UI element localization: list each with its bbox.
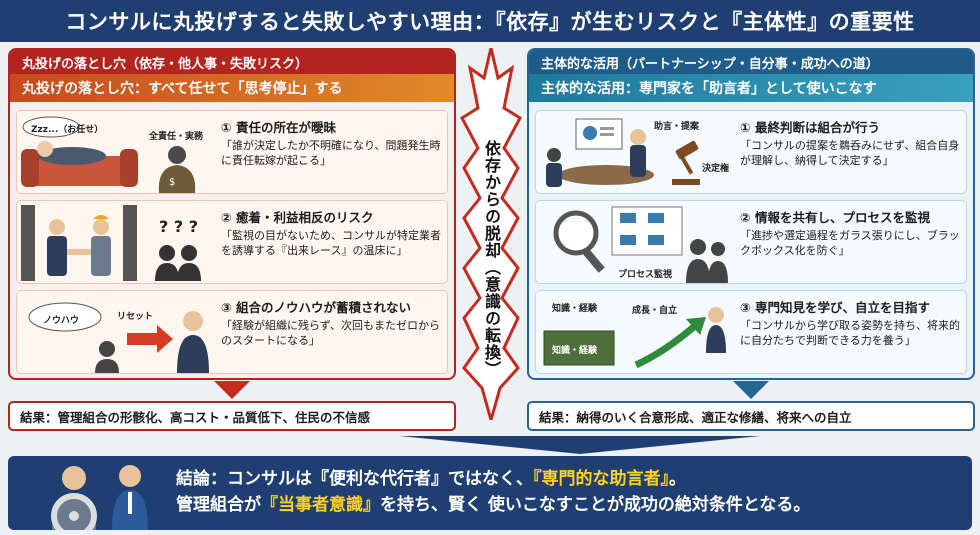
- item-title: 情報を共有し、プロセスを監視: [754, 210, 930, 225]
- conclusion-arrow-icon: [400, 436, 760, 454]
- left-down-arrow-icon: [214, 381, 250, 399]
- item-number: ②: [740, 210, 751, 225]
- question-marks: ? ? ?: [159, 217, 198, 236]
- left-item-1: $ Zzz...（お任せ） 全責任・実務 ① 責任の所在が曖昧 「誰が決定したか…: [16, 110, 448, 194]
- page-title: コンサルに丸投げすると失敗しやすい理由：『依存』が生むリスクと『主体性』の重要性: [0, 0, 980, 42]
- left-result: 結果：管理組合の形骸化、高コスト・品質低下、住民の不信感: [8, 401, 456, 431]
- center-label: 依存からの脱却（意識の転換）: [482, 140, 501, 378]
- item-number: ①: [740, 120, 751, 135]
- decision-label: 決定権: [702, 164, 730, 174]
- left-header-sub: 丸投げの落とし穴：すべて任せて「思考停止」する: [10, 74, 454, 102]
- conclusion-text: 管理組合が: [176, 495, 261, 515]
- right-down-arrow-icon: [733, 381, 769, 399]
- reset-label: リセット: [117, 312, 154, 322]
- reset-arrow-icon: [28, 302, 209, 373]
- growth-arrow-icon: [543, 307, 726, 369]
- knowledge-box-label: 知識・経験: [552, 346, 598, 356]
- left-header-main: 丸投げの落とし穴（依存・他人事・失敗リスク）: [10, 50, 454, 74]
- process-label: プロセス監視: [618, 270, 673, 280]
- item-description: 「誰が決定したか不明確になり、問題発生時に責任転嫁が起こる」: [221, 139, 441, 167]
- right-item-3: 知識・経験 成長・自立 知識・経験 ③ 専門知見を学び、自立を目指す 「コンサル…: [535, 290, 967, 374]
- item-description: 「監視の目がないため、コンサルが特定業者を誘導する『出来レース』の温床に」: [221, 229, 441, 257]
- driver-steering-wheel-icon: [51, 465, 148, 530]
- right-header-sub: 主体的な活用：専門家を「助言者」として使いこなす: [529, 74, 973, 102]
- sleeping-on-sofa-illustration: $ Zzz...（お任せ） 全責任・実務: [17, 111, 217, 193]
- right-panel-proactive: 主体的な活用（パートナーシップ・自分事・成功への道） 主体的な活用：専門家を「助…: [527, 48, 975, 380]
- collusion-illustration: ? ? ?: [17, 201, 217, 283]
- growth-illustration: 知識・経験 成長・自立 知識・経験: [536, 291, 736, 373]
- item-description: 「経験が組織に残らず、次回もまたゼロからのスタートになる」: [221, 319, 441, 347]
- advice-label: 助言・提案: [654, 122, 700, 132]
- conclusion-highlight-ownership: 『当事者意識』: [261, 495, 380, 515]
- sofa-icon: $: [21, 116, 196, 193]
- knowhow-reset-illustration: ノウハウ リセット: [17, 291, 217, 373]
- conclusion-box: 結論：コンサルは『便利な代行者』ではなく、『専門的な助言者』。 管理組合が『当事…: [8, 456, 972, 530]
- left-panel-pitfalls: 丸投げの落とし穴（依存・他人事・失敗リスク） 丸投げの落とし穴：すべて任せて「思…: [8, 48, 456, 380]
- item-title: 専門知見を学び、自立を目指す: [754, 300, 930, 315]
- knowhow-label: ノウハウ: [43, 316, 80, 326]
- right-item-1: 助言・提案 決定権 ① 最終判断は組合が行う 「コンサルの提案を鵜呑みにせず、組…: [535, 110, 967, 194]
- item-description: 「進捗や選定過程をガラス張りにし、ブラックボックス化を防ぐ」: [740, 229, 960, 257]
- knowledge-label: 知識・経験: [552, 304, 598, 314]
- item-title: 組合のノウハウが蓄積されない: [235, 300, 411, 315]
- item-description: 「コンサルの提案を鵜呑みにせず、組合自身が理解し、納得して決定する」: [740, 139, 960, 167]
- process-monitor-illustration: プロセス監視: [536, 201, 736, 283]
- right-item-2: プロセス監視 ② 情報を共有し、プロセスを監視 「進捗や選定過程をガラス張りにし…: [535, 200, 967, 284]
- meeting-illustration: 助言・提案 決定権: [536, 111, 736, 193]
- responsibility-label: 全責任・実務: [149, 132, 204, 142]
- growth-label: 成長・自立: [632, 306, 678, 316]
- magnifier-icon: [553, 206, 728, 283]
- left-item-3: ノウハウ リセット ③ 組合のノウハウが蓄積されない 「経験が組織に残らず、次回…: [16, 290, 448, 374]
- item-number: ①: [221, 120, 232, 135]
- item-title: 責任の所在が曖昧: [235, 120, 336, 135]
- item-title: 最終判断は組合が行う: [754, 120, 880, 135]
- handshake-icon: [21, 205, 201, 281]
- center-burst-icon: [460, 48, 522, 420]
- item-description: 「コンサルから学び取る姿勢を持ち、将来的に自分たちで判断できる力を養う」: [740, 319, 960, 347]
- conclusion-highlight-advisor: 『専門的な助言者』: [533, 469, 669, 489]
- svg-text:$: $: [169, 177, 175, 188]
- right-result: 結果：納得のいく合意形成、適正な修繕、将来への自立: [527, 401, 975, 431]
- item-title: 癒着・利益相反のリスク: [235, 210, 374, 225]
- conclusion-text: 結論：コンサルは『便利な代行者』ではなく、: [176, 469, 533, 489]
- left-item-2: ? ? ? ② 癒着・利益相反のリスク 「監視の目がないため、コンサルが特定業者…: [16, 200, 448, 284]
- item-number: ③: [221, 300, 232, 315]
- right-header-main: 主体的な活用（パートナーシップ・自分事・成功への道）: [529, 50, 973, 74]
- conclusion-text: 。: [669, 469, 686, 489]
- conclusion-text: を持ち、賢く 使いこなすことが成功の絶対条件となる。: [380, 495, 811, 515]
- conclusion-line-2: 管理組合が『当事者意識』を持ち、賢く 使いこなすことが成功の絶対条件となる。: [176, 492, 972, 518]
- conclusion-line-1: 結論：コンサルは『便利な代行者』ではなく、『専門的な助言者』。: [176, 466, 972, 492]
- sleep-label: Zzz...（お任せ）: [31, 125, 104, 135]
- meeting-icon: [546, 118, 700, 187]
- item-number: ③: [740, 300, 751, 315]
- item-number: ②: [221, 210, 232, 225]
